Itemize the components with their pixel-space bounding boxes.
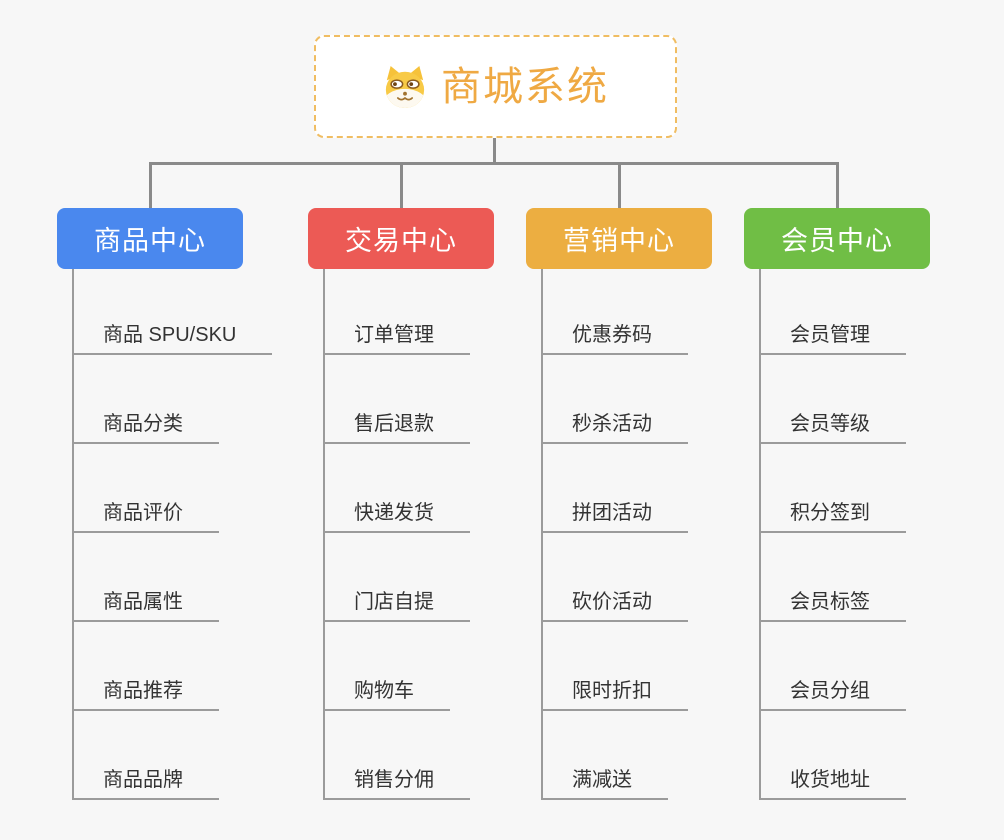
root-node[interactable]: 商城系统 <box>314 35 677 138</box>
branch-label: 会员中心 <box>781 226 893 256</box>
branch-item[interactable]: 砍价活动 <box>541 584 688 622</box>
branch-item[interactable]: 收货地址 <box>759 762 906 800</box>
branch-item[interactable]: 秒杀活动 <box>541 406 688 444</box>
branch-connector-line <box>759 269 761 800</box>
branch-item[interactable]: 商品品牌 <box>72 762 219 800</box>
root-title: 商城系统 <box>441 64 609 109</box>
branch-item[interactable]: 满减送 <box>541 762 668 800</box>
branch-item[interactable]: 商品推荐 <box>72 673 219 711</box>
connector-line <box>493 138 496 165</box>
branch-item[interactable]: 商品属性 <box>72 584 219 622</box>
connector-line <box>400 162 403 208</box>
branch-item[interactable]: 积分签到 <box>759 495 906 533</box>
branch-connector-line <box>541 269 543 800</box>
connector-line <box>149 162 839 165</box>
branch-item[interactable]: 会员标签 <box>759 584 906 622</box>
branch-item[interactable]: 拼团活动 <box>541 495 688 533</box>
branch-item[interactable]: 销售分佣 <box>323 762 470 800</box>
connector-line <box>149 162 152 208</box>
branch-header-1[interactable]: 商品中心 <box>57 208 243 269</box>
branch-item[interactable]: 门店自提 <box>323 584 470 622</box>
branch-header-2[interactable]: 交易中心 <box>308 208 494 269</box>
branch-label: 营销中心 <box>563 226 675 256</box>
branch-connector-line <box>323 269 325 800</box>
dog-icon <box>382 65 428 109</box>
branch-item[interactable]: 商品 SPU/SKU <box>72 317 273 355</box>
branch-item[interactable]: 快递发货 <box>323 495 470 533</box>
connector-line <box>836 162 839 208</box>
branch-header-4[interactable]: 会员中心 <box>744 208 930 269</box>
connector-line <box>618 162 621 208</box>
branch-item[interactable]: 会员分组 <box>759 673 906 711</box>
branch-item[interactable]: 购物车 <box>323 673 450 711</box>
branch-header-3[interactable]: 营销中心 <box>526 208 712 269</box>
branch-item[interactable]: 商品分类 <box>72 406 219 444</box>
branch-item[interactable]: 限时折扣 <box>541 673 688 711</box>
branch-item[interactable]: 优惠券码 <box>541 317 688 355</box>
branch-connector-line <box>72 269 74 800</box>
branch-item[interactable]: 会员管理 <box>759 317 906 355</box>
branch-item[interactable]: 售后退款 <box>323 406 470 444</box>
branch-item[interactable]: 订单管理 <box>323 317 470 355</box>
branch-label: 商品中心 <box>94 226 206 256</box>
branch-item[interactable]: 商品评价 <box>72 495 219 533</box>
branch-label: 交易中心 <box>345 226 457 256</box>
branch-item[interactable]: 会员等级 <box>759 406 906 444</box>
